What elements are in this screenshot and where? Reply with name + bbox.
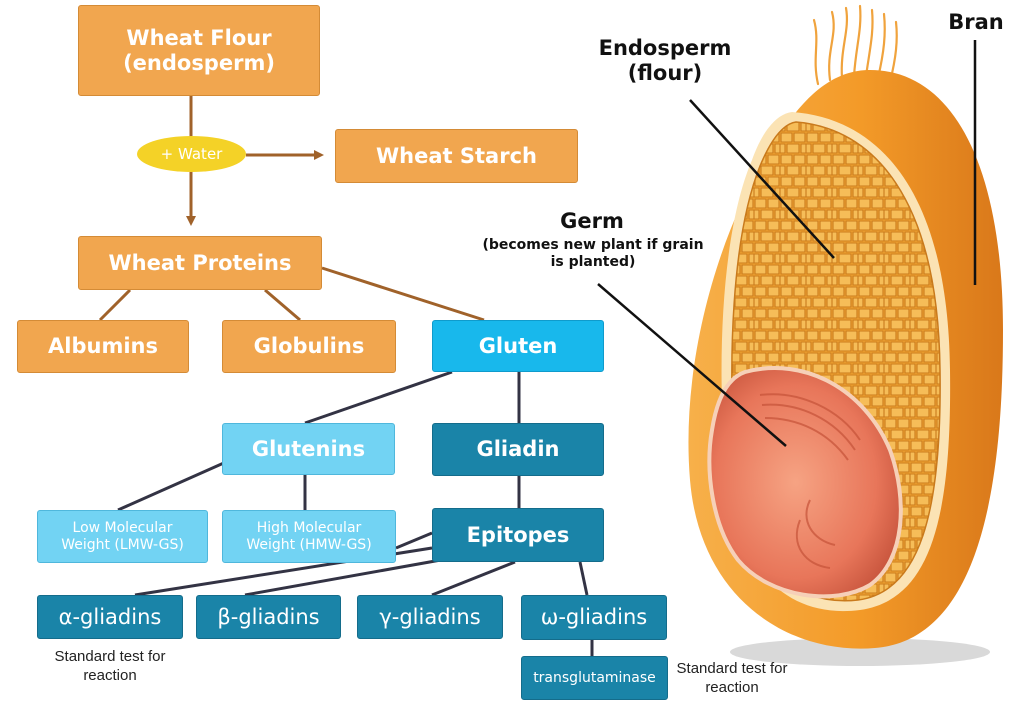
epitopes-to-omega-line xyxy=(580,562,587,595)
alpha-standard-test-note: Standard test for reaction xyxy=(48,648,172,686)
wheat-starch-box: Wheat Starch xyxy=(335,129,578,183)
gluten-to-glutenins-line xyxy=(305,372,452,423)
transglutaminase-box: transglutaminase xyxy=(521,656,668,700)
proteins-to-albumins-line xyxy=(100,290,130,320)
hmw-box: High Molecular Weight (HMW-GS) xyxy=(222,510,396,563)
epitopes-to-gamma-line xyxy=(432,562,515,595)
epitopes-to-beta-line xyxy=(245,558,452,595)
epitopes-to-hmw-line xyxy=(396,533,432,548)
bran-label: Bran xyxy=(944,10,1008,35)
wheat-proteins-box: Wheat Proteins xyxy=(78,236,322,290)
wheat-flour-box: Wheat Flour (endosperm) xyxy=(78,5,320,96)
gliadin-box: Gliadin xyxy=(432,423,604,476)
transglutaminase-standard-test-note: Standard test for reaction xyxy=(668,660,796,698)
globulins-box: Globulins xyxy=(222,320,396,373)
glutenins-box: Glutenins xyxy=(222,423,395,475)
omega-gliadins-box: ω-gliadins xyxy=(521,595,667,640)
glutenins-to-lmw-line xyxy=(118,462,226,510)
gluten-box: Gluten xyxy=(432,320,604,372)
gamma-gliadins-box: γ-gliadins xyxy=(357,595,503,639)
proteins-to-globulins-line xyxy=(265,290,300,320)
proteins-to-gluten-line xyxy=(322,268,484,320)
endosperm-label: Endosperm (flour) xyxy=(590,36,740,86)
germ-label: Germ xyxy=(547,209,637,234)
lmw-box: Low Molecular Weight (LMW-GS) xyxy=(37,510,208,563)
albumins-box: Albumins xyxy=(17,320,189,373)
germ-description: (becomes new plant if grain is planted) xyxy=(474,237,712,271)
epitopes-box: Epitopes xyxy=(432,508,604,562)
beta-gliadins-box: β-gliadins xyxy=(196,595,341,639)
water-oval: + Water xyxy=(137,136,246,172)
alpha-gliadins-box: α-gliadins xyxy=(37,595,183,639)
